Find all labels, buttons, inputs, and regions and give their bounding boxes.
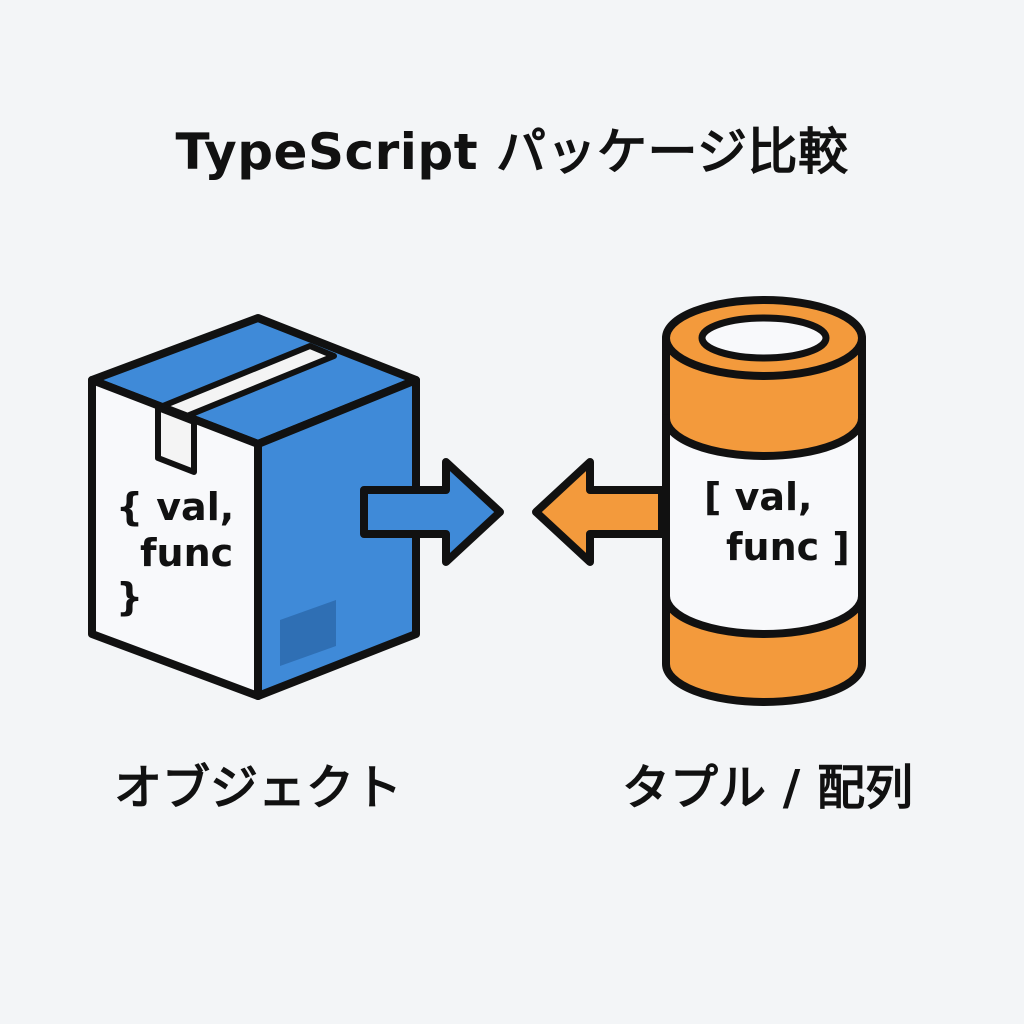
arrow-left-icon <box>532 458 666 566</box>
cylinder-opening <box>698 314 830 362</box>
cylinder-label-band <box>662 414 866 638</box>
object-code-line2: func <box>140 531 233 575</box>
cylinder-icon: [ val, func ] <box>662 296 866 706</box>
object-code-line3: } <box>116 575 143 619</box>
tuple-code-line1: [ val, <box>704 475 812 519</box>
box-tape-flap <box>155 405 197 475</box>
page-title: TypeScript パッケージ比較 <box>175 123 849 181</box>
tuple-code-line2: func ] <box>726 525 850 569</box>
tuple-caption: タプル / 配列 <box>622 760 913 816</box>
arrow-right-icon <box>360 458 504 566</box>
object-caption: オブジェクト <box>114 760 403 816</box>
box-icon: { val, func } <box>88 314 420 700</box>
box-label <box>280 600 336 666</box>
object-code-line1: { val, <box>116 485 234 529</box>
